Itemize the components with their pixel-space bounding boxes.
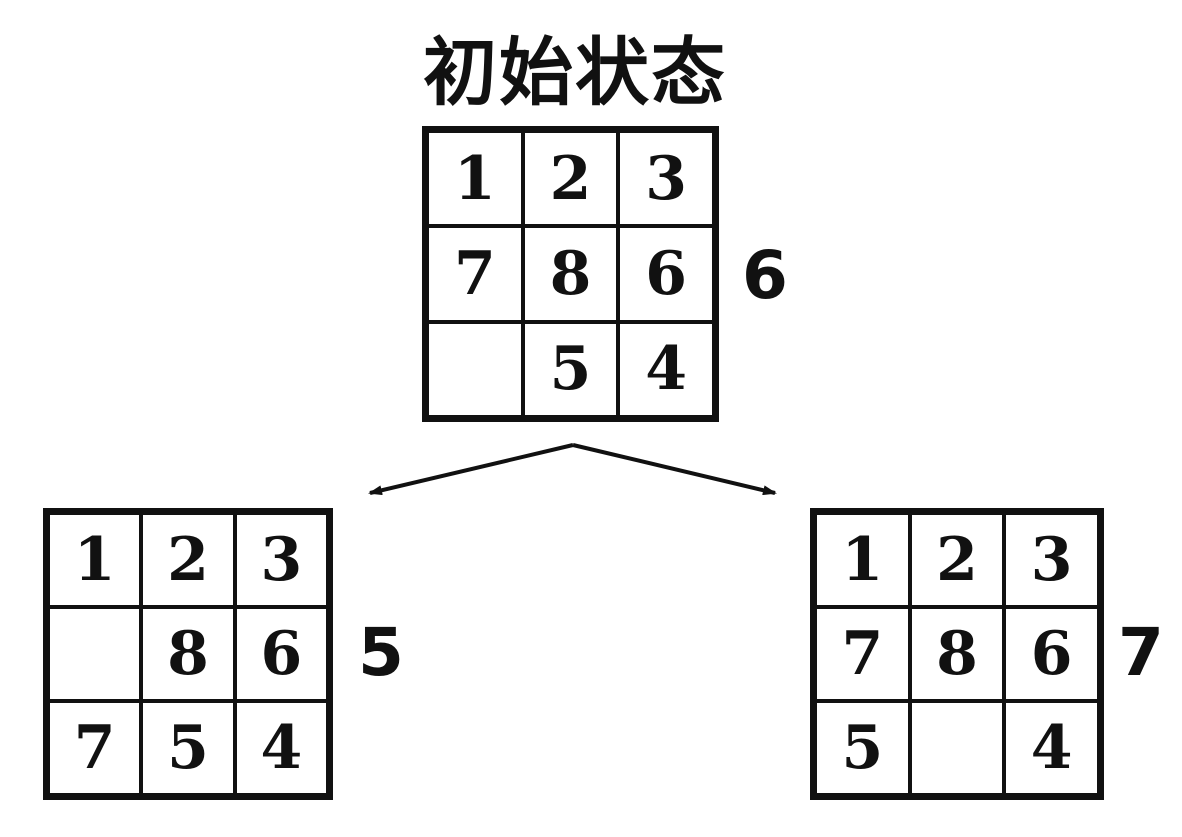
left-child-empty-cell (48, 607, 142, 701)
left-child-tile: 1 (48, 513, 142, 607)
right-child-tile: 3 (1004, 513, 1099, 607)
right-child-tile: 8 (909, 607, 1005, 701)
left-child-tile: 5 (141, 701, 235, 795)
right-child-tile: 4 (1004, 701, 1099, 795)
left-child-tile: 3 (234, 513, 328, 607)
edge-to-left-child (368, 443, 574, 496)
right-child-empty-cell (909, 701, 1005, 795)
left-child-score: 5 (358, 614, 404, 691)
right-child-score: 7 (1118, 614, 1164, 691)
right-child-tile: 6 (1004, 607, 1099, 701)
initial-state-score: 6 (742, 237, 788, 314)
right-child-tile: 5 (815, 701, 910, 795)
initial-state-tile: 8 (522, 226, 619, 322)
diagram-title: 初始状态 (423, 30, 727, 116)
left-child-tile: 6 (234, 607, 328, 701)
initial-state-tile: 4 (618, 321, 714, 417)
left-child-tile: 8 (141, 607, 235, 701)
initial-state-tile: 1 (427, 131, 523, 227)
right-child-tile: 2 (909, 513, 1005, 607)
initial-state-tile: 5 (522, 321, 619, 417)
right-child-tile: 7 (815, 607, 910, 701)
left-child-tile: 4 (234, 701, 328, 795)
initial-state-empty-cell (427, 321, 523, 417)
left-child-tile: 7 (48, 701, 142, 795)
initial-state-tile: 6 (618, 226, 714, 322)
right-child-tile: 1 (815, 513, 910, 607)
left-child-tile: 2 (141, 513, 235, 607)
initial-state-tile: 3 (618, 131, 714, 227)
edge-to-right-child (572, 443, 777, 496)
initial-state-tile: 2 (522, 131, 619, 227)
initial-state-tile: 7 (427, 226, 523, 322)
